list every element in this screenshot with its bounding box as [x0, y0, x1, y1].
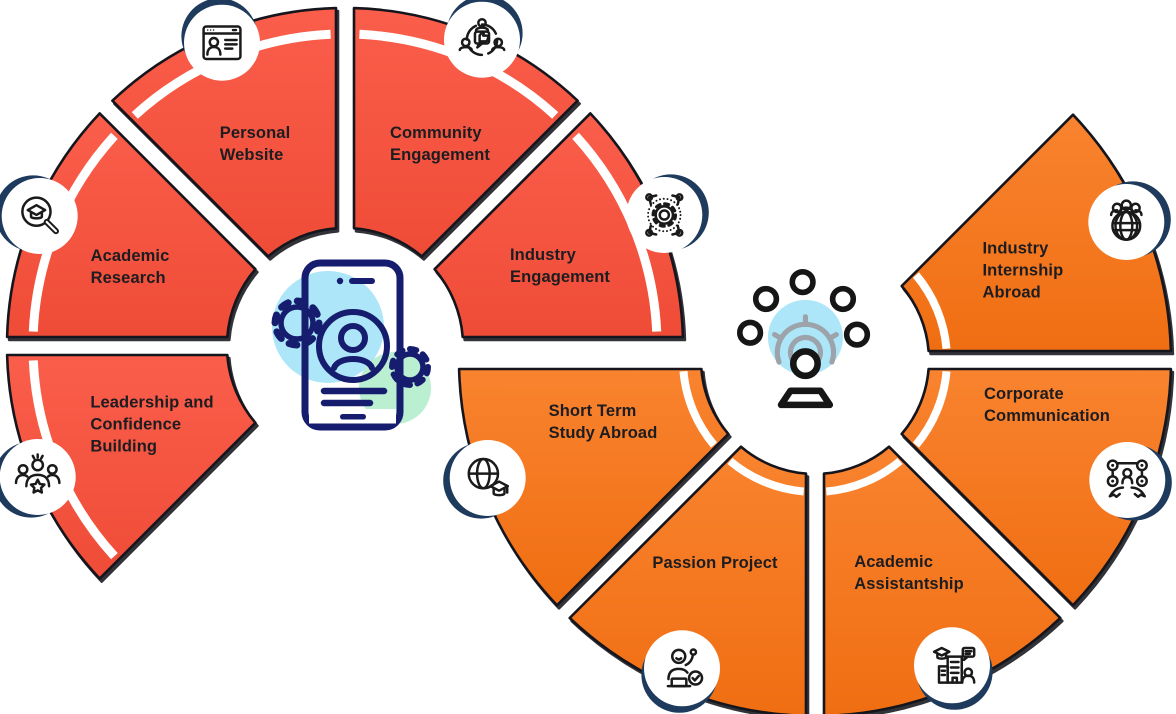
icon-circle — [1089, 442, 1166, 518]
segment-accent-arc — [912, 370, 951, 448]
segment-accent-arc — [727, 457, 805, 496]
segment-academic-research — [5, 112, 257, 339]
icon-circle — [1, 178, 78, 254]
icon-circle — [914, 627, 990, 704]
icon-circle — [184, 4, 260, 81]
segment-community-engagement — [352, 6, 579, 258]
segment-accent-arc — [679, 370, 718, 448]
segment-corporate-communication — [900, 367, 1173, 607]
icon-circle — [0, 439, 76, 515]
segment-short-term-study-abroad — [457, 367, 730, 607]
segment-accent-arc — [825, 457, 903, 496]
segment-leadership-and-confidence-building — [5, 353, 257, 580]
segment-industry-engagement — [433, 112, 685, 339]
icon-circle — [626, 177, 703, 253]
segment-industry-internship-abroad — [900, 113, 1173, 353]
segment-passion-project — [568, 445, 808, 714]
segment-personal-website — [111, 6, 338, 258]
icon-circle — [449, 440, 526, 516]
global-experience-fan — [443, 113, 1173, 714]
segment-academic-assistantship — [822, 445, 1062, 714]
segment-accent-arc — [912, 272, 951, 350]
digital-presence-fan — [0, 0, 709, 580]
icon-circle — [444, 1, 520, 78]
